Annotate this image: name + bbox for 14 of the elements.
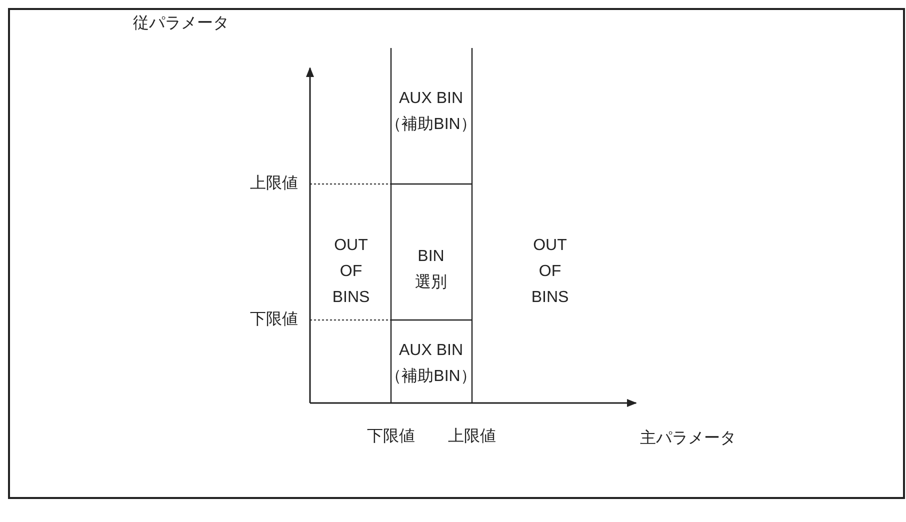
text-label: OUT OF BINS [530,236,570,308]
text-label: 主パラメータ [640,428,736,449]
text-label: BIN [418,247,444,267]
text-label: （補助BIN） [386,366,476,387]
text-label: AUX BIN [399,89,463,109]
text-label: AUX BIN [399,341,463,361]
text-label: （補助BIN） [386,114,476,135]
text-label: 従パラメータ [133,14,229,34]
text-label: 下限値 [367,427,415,447]
text-label: 選別 [415,273,447,293]
text-label: 上限値 [448,426,496,447]
text-label: 下限値 [250,310,298,330]
text-label: 上限値 [250,174,298,194]
text-label: OUT OF BINS [331,236,371,308]
